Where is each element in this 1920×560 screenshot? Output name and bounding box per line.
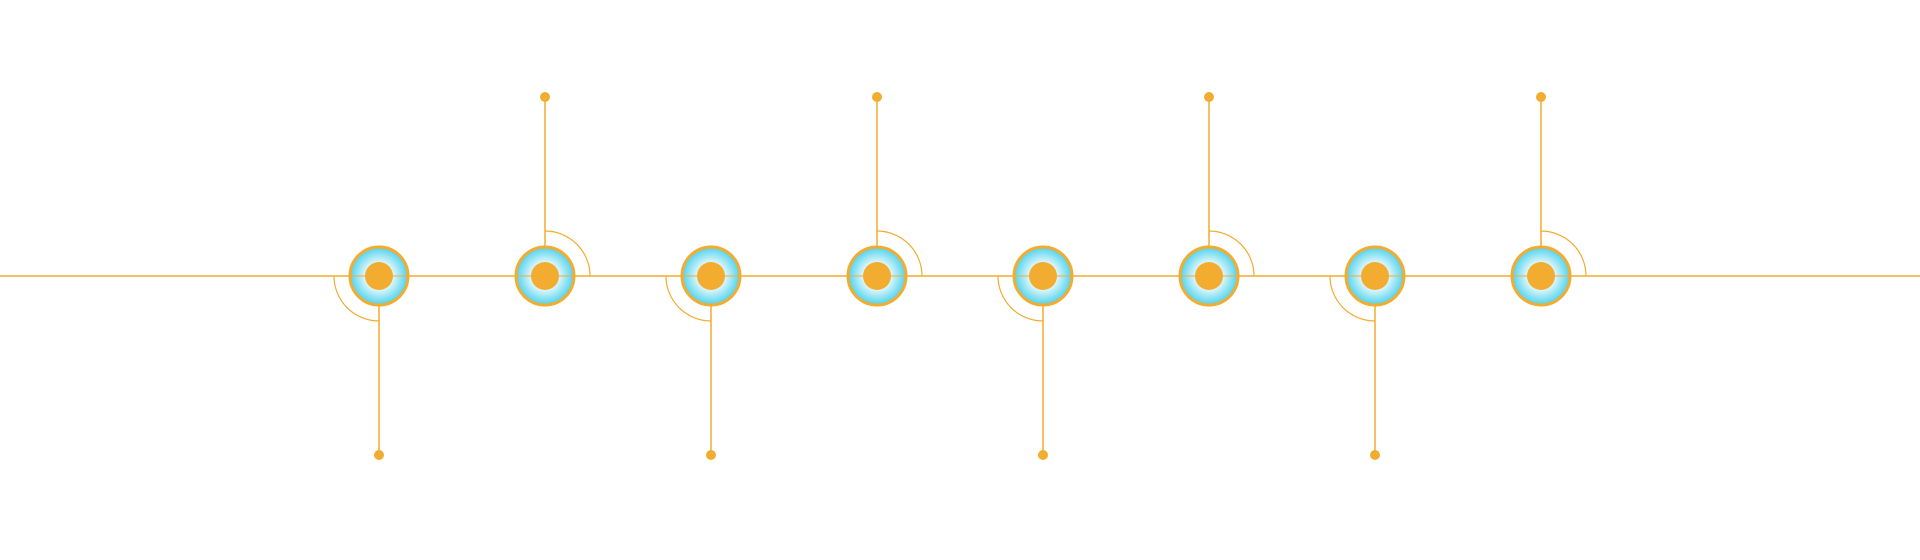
connector-end-dot [1038, 450, 1048, 460]
timeline-node [1329, 245, 1406, 460]
connector-end-dot [374, 450, 384, 460]
quarter-arc [1208, 230, 1255, 277]
connector-end-dot [1370, 450, 1380, 460]
quarter-arc [997, 275, 1044, 322]
quarter-arc [544, 230, 591, 277]
quarter-arc [876, 230, 923, 277]
timeline-nodes [333, 92, 1587, 460]
node-center-dot [1195, 262, 1223, 290]
connector-end-dot [540, 92, 550, 102]
timeline-node [1510, 92, 1587, 307]
node-center-dot [1029, 262, 1057, 290]
node-center-dot [531, 262, 559, 290]
quarter-arc [1540, 230, 1587, 277]
timeline-node [665, 245, 742, 460]
connector-end-dot [872, 92, 882, 102]
node-center-dot [697, 262, 725, 290]
quarter-arc [665, 275, 712, 322]
node-center-dot [365, 262, 393, 290]
quarter-arc [1329, 275, 1376, 322]
node-center-dot [1527, 262, 1555, 290]
node-center-dot [1361, 262, 1389, 290]
node-center-dot [863, 262, 891, 290]
timeline-node [514, 92, 591, 307]
timeline-node [846, 92, 923, 307]
connector-end-dot [1536, 92, 1546, 102]
timeline-node [997, 245, 1074, 460]
connector-end-dot [1204, 92, 1214, 102]
timeline-node [333, 245, 410, 460]
timeline-node [1178, 92, 1255, 307]
quarter-arc [333, 275, 380, 322]
connector-end-dot [706, 450, 716, 460]
